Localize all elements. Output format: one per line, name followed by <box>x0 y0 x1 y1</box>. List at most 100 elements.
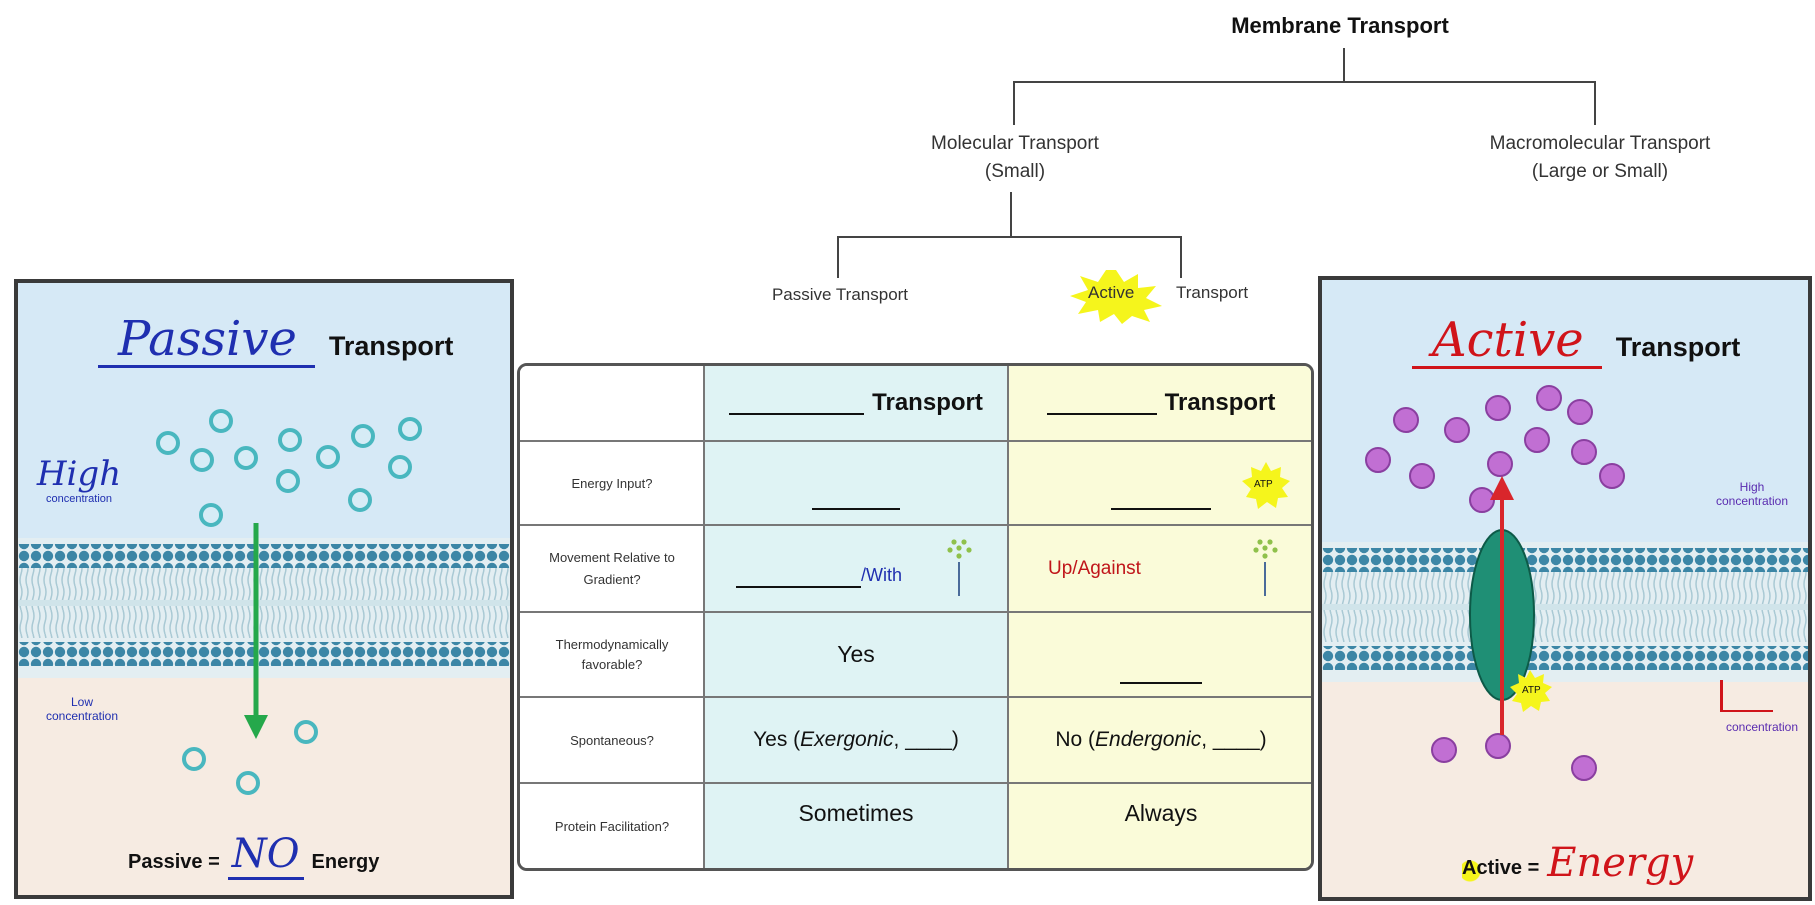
table-divider <box>520 782 1311 784</box>
intracellular-region <box>1322 642 1808 897</box>
table-row-question: Movement Relative to Gradient? <box>549 549 675 587</box>
molecule <box>1567 399 1593 425</box>
active-high-concentration-label: High concentration <box>1702 480 1802 508</box>
molecule <box>294 720 318 744</box>
table-value: No ( <box>1055 728 1096 751</box>
table-header-active: Transport <box>1008 366 1311 440</box>
tree-connector <box>1594 81 1596 125</box>
tree-connector <box>1343 48 1345 81</box>
table-header-passive-label: Transport <box>872 389 983 416</box>
table-divider <box>1007 366 1009 868</box>
molecule <box>1571 439 1597 465</box>
table-divider <box>520 696 1311 698</box>
passive-caption-pre: Passive = <box>128 851 220 873</box>
table-value: , ____) <box>893 728 959 751</box>
fill-in-blank <box>812 486 900 510</box>
passive-caption: Passive = NO Energy <box>128 831 379 880</box>
active-caption-pre: Active = <box>1462 857 1540 886</box>
fill-in-blank <box>1120 660 1202 684</box>
table-column-active <box>1008 366 1311 868</box>
lipid-bilayer <box>1322 542 1808 682</box>
table-value-italic: Endergonic <box>1095 728 1202 751</box>
passive-low-concentration-label: Low concentration <box>32 695 132 723</box>
molecule <box>388 455 412 479</box>
table-cell-passive-protein: Sometimes <box>798 800 914 826</box>
fill-in-blank <box>736 564 861 588</box>
table-row-question: Thermodynamically favorable? <box>555 636 669 672</box>
molecule <box>1444 417 1470 443</box>
passive-high-script: High <box>36 454 122 494</box>
molecule <box>351 424 375 448</box>
active-low-line: concentration <box>1725 720 1799 734</box>
sunburst-icon <box>1242 462 1290 509</box>
table-divider <box>520 611 1311 613</box>
molecule <box>1571 755 1597 781</box>
passive-caption-post: Energy <box>311 851 380 873</box>
diffusion-arrowhead <box>244 715 268 739</box>
table-divider <box>520 440 1311 442</box>
table-cell-passive-thermo: Yes <box>837 641 875 667</box>
table-cell-active-movement: Up/Against <box>1008 526 1311 611</box>
passive-low-line1: Low <box>70 695 93 709</box>
passive-caption-script: NO <box>227 831 304 880</box>
intracellular-region <box>18 635 510 895</box>
passive-molecules <box>156 409 422 795</box>
molecule <box>1431 737 1457 763</box>
active-transport-panel: Active Transport High concentration conc… <box>1318 276 1812 901</box>
molecule <box>1487 451 1513 477</box>
molecule <box>1485 395 1511 421</box>
molecule <box>276 469 300 493</box>
pump-arrowhead <box>1490 476 1514 500</box>
table-cell-active-energy <box>1008 442 1311 524</box>
table-column-passive <box>704 366 1008 868</box>
tree-node-passive: Passive Transport <box>771 285 909 304</box>
molecule <box>209 409 233 433</box>
active-caption: Active = Energy <box>1462 840 1693 886</box>
table-header-active-label: Transport <box>1164 389 1276 416</box>
atp-badge: ATP <box>1242 462 1290 510</box>
transport-comparison-table: Transport Transport Energy Input? ATP Mo… <box>517 363 1314 871</box>
tree-connector <box>837 236 839 278</box>
sunburst-icon <box>1070 270 1162 324</box>
gradient-icon <box>947 539 972 596</box>
active-caption-script: Energy <box>1547 840 1694 886</box>
tree-connector <box>837 236 1182 238</box>
molecule <box>156 431 180 455</box>
lipid-bilayer <box>18 538 510 678</box>
table-row-question: Protein Facilitation? <box>554 818 670 834</box>
molecule <box>199 503 223 527</box>
active-atp-label: ATP <box>1522 685 1541 696</box>
molecule <box>348 488 372 512</box>
fill-in-blank <box>1046 391 1157 415</box>
tree-node-active: Active Transport <box>1066 268 1286 324</box>
molecule <box>1365 447 1391 473</box>
active-molecules <box>1365 385 1625 781</box>
molecule <box>1393 407 1419 433</box>
molecule <box>234 446 258 470</box>
tree-node-macromolecular: Macromolecular Transport (Large or Small… <box>1440 130 1760 186</box>
fill-in-blank <box>729 391 865 415</box>
extracellular-region <box>18 283 510 543</box>
active-panel-title: Active Transport <box>1412 314 1740 369</box>
molecule <box>182 747 206 771</box>
tree-connector <box>1180 236 1182 278</box>
active-title-transport: Transport <box>1615 332 1741 362</box>
table-divider <box>703 366 705 868</box>
table-value: , ____) <box>1201 728 1267 751</box>
molecule <box>1409 463 1435 489</box>
passive-panel-title: Passive Transport <box>98 313 453 368</box>
tree-connector <box>1013 81 1015 125</box>
tree-connector <box>1010 192 1012 237</box>
molecule <box>278 428 302 452</box>
passive-high-concentration-label: High concentration <box>34 455 124 505</box>
table-cell-active-thermo <box>1008 613 1311 696</box>
table-cell-passive-energy <box>704 442 1008 524</box>
active-script-title: Active <box>1412 314 1602 369</box>
table-divider <box>520 524 1311 526</box>
table-value: Yes ( <box>753 728 801 751</box>
tree-node-molecular: Molecular Transport (Small) <box>875 130 1155 186</box>
table-cell-passive-movement: /With <box>704 526 1008 611</box>
molecule <box>236 771 260 795</box>
molecule <box>1599 463 1625 489</box>
table-cell-active-spontaneous: No (Endergonic, ____) <box>1008 698 1311 782</box>
